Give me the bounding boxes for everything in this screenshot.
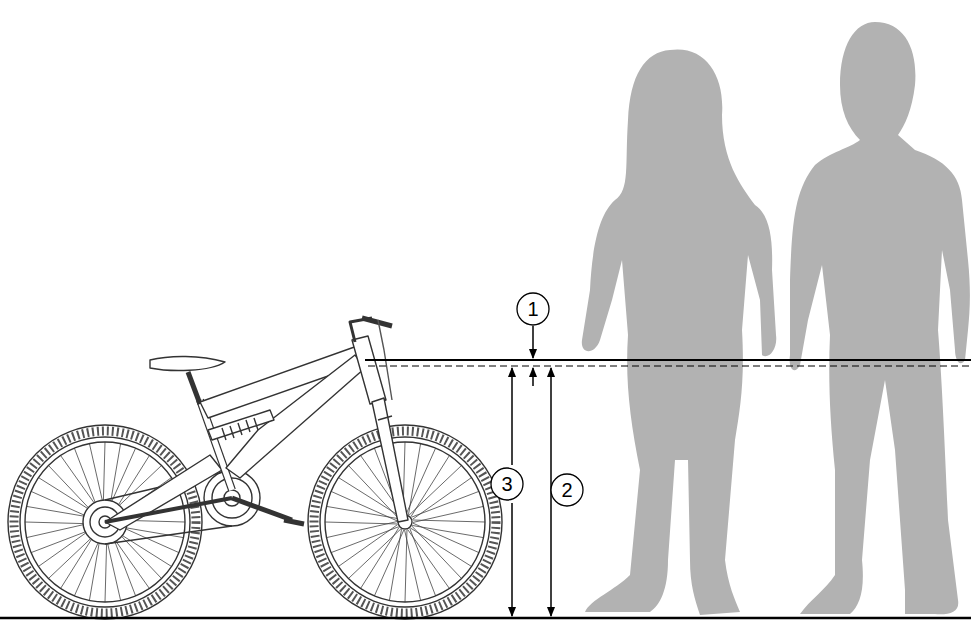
dimension-line <box>532 326 534 358</box>
wheel-spoke <box>410 528 436 596</box>
callout-circle <box>517 293 549 325</box>
wheel-spoke <box>413 506 483 522</box>
dimension-line <box>511 503 513 616</box>
woman-silhouette <box>582 49 776 615</box>
callout-number: 2 <box>561 480 572 500</box>
bicycle <box>8 318 502 619</box>
callout-number: 1 <box>527 299 538 319</box>
wheel-spoke <box>411 491 479 517</box>
top-reference-line <box>365 359 971 361</box>
ground-line <box>0 617 971 620</box>
dimension-line <box>511 368 513 465</box>
dimension-line <box>532 368 534 386</box>
callout-circle <box>491 468 523 500</box>
callout-circle <box>551 474 583 506</box>
dashed-reference-line <box>368 366 971 367</box>
wheel-spoke <box>325 522 397 524</box>
callout-number: 3 <box>501 474 512 494</box>
wheel-spoke <box>331 527 399 553</box>
wheel-spoke <box>405 530 407 602</box>
man-silhouette <box>790 22 970 614</box>
